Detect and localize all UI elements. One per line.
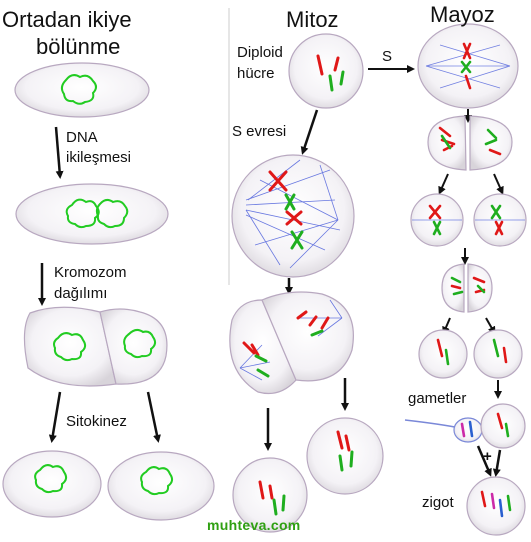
- binary-fission-title-line2: bölünme: [36, 34, 121, 59]
- meiosis-gamete-cell-right: [473, 329, 523, 379]
- mitosis-daughter-cell-left: [232, 457, 308, 533]
- arrow: [146, 391, 161, 443]
- binary-fission-panel: [2, 62, 215, 521]
- egg-cell: [480, 403, 526, 449]
- gametes-label: gametler: [408, 390, 467, 407]
- mitosis-panel: [229, 33, 384, 533]
- watermark: muhteva.com: [207, 517, 301, 533]
- diploid-cell-label-line1: Diploid: [237, 44, 283, 61]
- meiosis-ii-cell-right: [473, 193, 527, 247]
- daughter-bacterium-right: [107, 451, 215, 521]
- bacterium-cell-1: [14, 62, 150, 118]
- arrow: [54, 126, 64, 179]
- spindle-fibers: [239, 299, 343, 381]
- meiosis-panel: [368, 23, 527, 536]
- arrow: [492, 449, 502, 477]
- bacterium-cell-3: [23, 306, 168, 387]
- arrow: [438, 173, 449, 195]
- meiosis-i-cell: [427, 115, 513, 171]
- zygote-label: zigot: [422, 494, 454, 511]
- arrow: [476, 445, 492, 477]
- mitosis-metaphase-cell: [231, 154, 355, 278]
- meiosis-title: Mayoz: [430, 2, 495, 27]
- binary-fission-title-line1: Ortadan ikiye: [2, 7, 132, 32]
- s-phase-label: S evresi: [232, 123, 287, 140]
- step-dna-replication-line1: DNA: [66, 129, 98, 146]
- meiosis-ii-cell-left: [410, 193, 464, 247]
- meiosis-first-cell: [417, 23, 519, 109]
- dna-loop: [34, 464, 68, 494]
- dna-loop: [140, 466, 174, 496]
- dna-loop: [53, 332, 87, 362]
- mitosis-daughter-cell-right: [306, 417, 384, 495]
- meiosis-gamete-cell-left: [418, 329, 468, 379]
- step-chromosome-distribution-line1: Kromozom: [54, 264, 127, 281]
- meiosis-s-label: S: [382, 48, 393, 65]
- step-cytokinesis: Sitokinez: [66, 413, 127, 430]
- arrow: [493, 173, 504, 195]
- mitosis-title: Mitoz: [286, 7, 339, 32]
- daughter-bacterium-left: [2, 450, 102, 518]
- dna-loop: [60, 74, 97, 105]
- spindle-fibers: [245, 159, 341, 269]
- zygote-cell: [466, 476, 526, 536]
- diploid-cell: [288, 33, 364, 109]
- diploid-cell-label-line2: hücre: [237, 65, 275, 82]
- bacterium-cell-2: [15, 183, 169, 245]
- step-chromosome-distribution-line2: dağılımı: [54, 285, 108, 302]
- mitosis-anaphase-cell: [229, 291, 354, 395]
- dna-loop: [95, 198, 129, 229]
- meiosis-anaphase-ii-cell: [441, 263, 493, 313]
- arrow: [485, 317, 496, 335]
- step-dna-replication-line2: ikileşmesi: [66, 149, 132, 166]
- arrow: [48, 391, 62, 443]
- dna-loop: [65, 198, 100, 229]
- dna-loop: [123, 328, 157, 359]
- plus-sign: +: [483, 448, 492, 465]
- sperm-cell: [404, 417, 483, 443]
- arrow: [300, 109, 319, 155]
